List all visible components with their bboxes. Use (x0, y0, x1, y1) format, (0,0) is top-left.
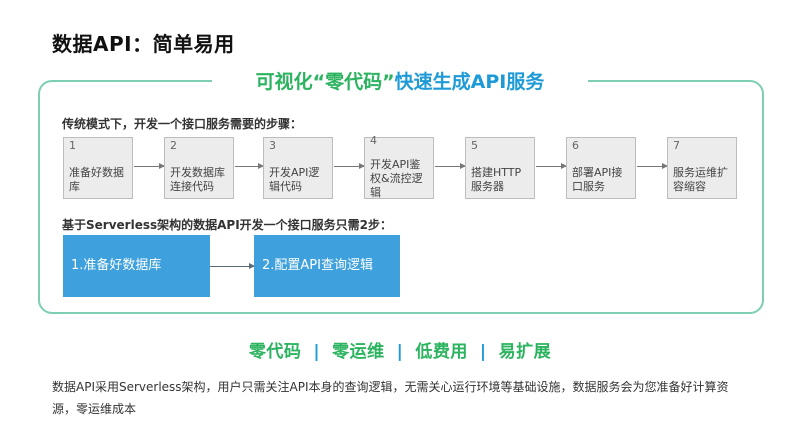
panel-title-part1: 可视化“零代码” (255, 71, 395, 93)
tagline-item: 零代码 (248, 342, 302, 362)
feature-tagline: 零代码 | 零运维 | 低费用 | 易扩展 (0, 337, 800, 362)
traditional-step-5: 5 搭建HTTP服务器 (465, 137, 535, 199)
traditional-step-1: 1 准备好数据库 (63, 137, 133, 199)
traditional-step-2: 2 开发数据库连接代码 (164, 137, 234, 199)
step-text: 准备好数据库 (69, 166, 124, 193)
step-number: 1 (69, 139, 76, 152)
step-text: 服务运维扩容缩容 (673, 166, 728, 193)
arrow-right-icon (435, 163, 466, 169)
arrow-right-icon (235, 163, 264, 169)
panel-title-part2: 快速生成API服务 (394, 71, 545, 93)
step-text: 开发数据库连接代码 (170, 166, 225, 193)
arrow-right-icon (637, 163, 668, 169)
tagline-item: 易扩展 (498, 342, 552, 362)
tagline-item: 低费用 (415, 342, 468, 362)
arrow-right-icon (334, 163, 365, 169)
arrow-right-icon (210, 263, 255, 269)
step-number: 7 (673, 139, 680, 152)
arrow-right-icon (134, 163, 165, 169)
traditional-step-4: 4 开发API鉴权&流控逻辑 (364, 134, 434, 199)
traditional-step-6: 6 部署API接口服务 (566, 137, 636, 199)
arrow-right-icon (536, 163, 567, 169)
tagline-separator: | (313, 342, 321, 362)
traditional-step-3: 3 开发API逻辑代码 (263, 137, 333, 199)
step-text: 开发API鉴权&流控逻辑 (370, 158, 423, 199)
tagline-separator: | (479, 342, 487, 362)
tagline-item: 零运维 (332, 342, 385, 362)
serverless-label: 基于Serverless架构的数据API开发一个接口服务只需2步： (62, 218, 393, 232)
step-number: 6 (572, 139, 579, 152)
step-number: 4 (370, 134, 377, 147)
step-number: 3 (269, 139, 276, 152)
step-number: 2 (170, 139, 177, 152)
step-text: 开发API逻辑代码 (269, 166, 320, 193)
tagline-separator: | (396, 342, 404, 362)
page-title: 数据API：简单易用 (52, 32, 235, 56)
step-number: 5 (471, 139, 478, 152)
description-text: 数据API采用Serverless架构，用户只需关注API本身的查询逻辑，无需关… (52, 380, 729, 416)
traditional-step-7: 7 服务运维扩容缩容 (667, 137, 737, 199)
serverless-step-1: 1.准备好数据库 (63, 235, 210, 297)
step-text: 搭建HTTP服务器 (471, 166, 522, 193)
panel-title: 可视化“零代码”快速生成API服务 (212, 68, 588, 96)
traditional-label: 传统模式下，开发一个接口服务需要的步骤： (62, 117, 303, 131)
serverless-step-2: 2.配置API查询逻辑 (254, 235, 400, 297)
step-text: 部署API接口服务 (572, 166, 623, 193)
